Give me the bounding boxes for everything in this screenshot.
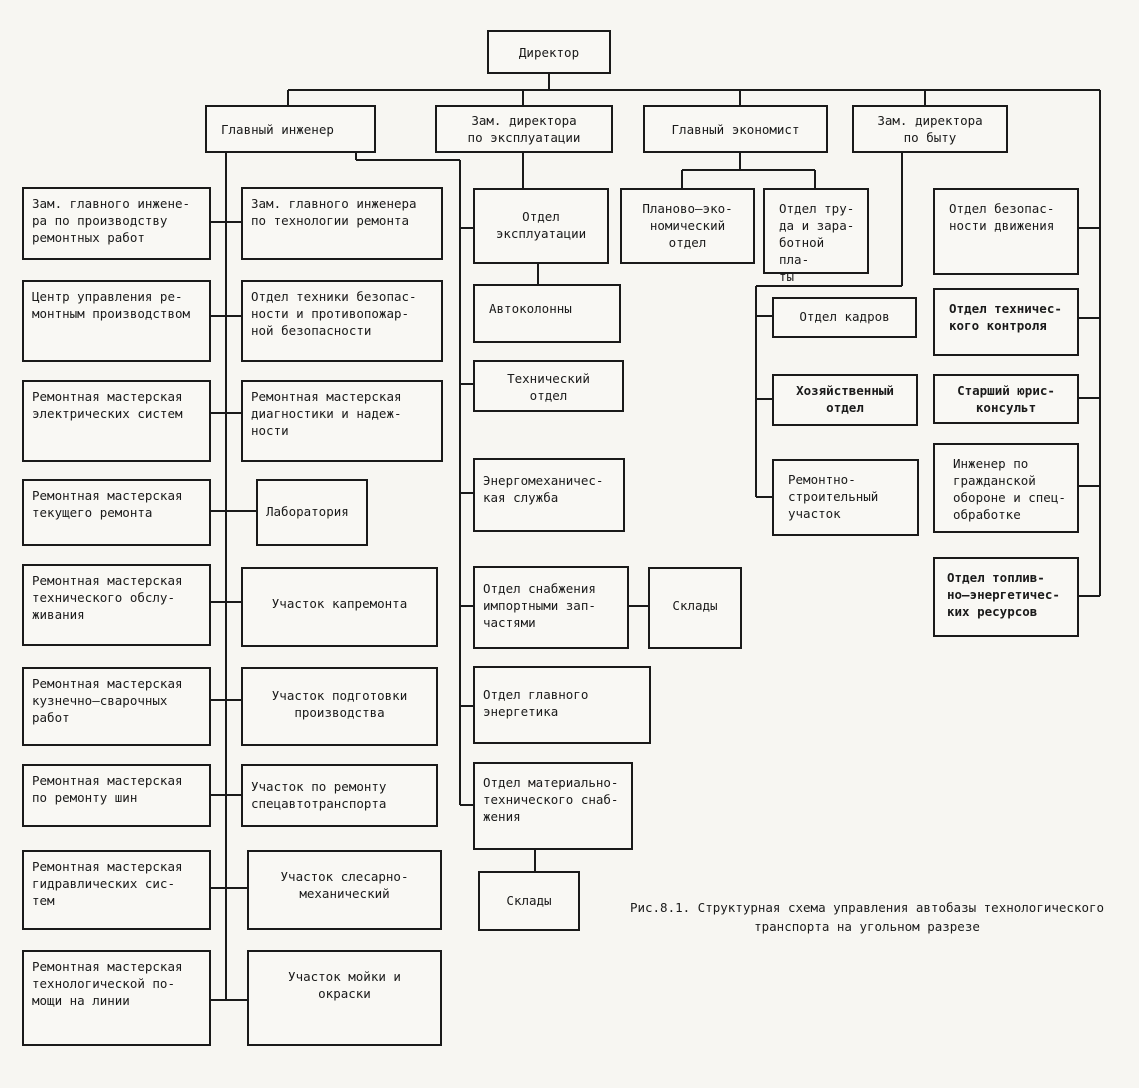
node-engineer-left: Зам. главного инжене- ра по производству… xyxy=(22,187,211,260)
node-director: Директор xyxy=(487,30,611,74)
node-director-direct: Отдел техничес- кого контроля xyxy=(933,288,1079,356)
node-warehouses: Склады xyxy=(648,567,742,649)
node-engineer-right: Участок мойки и окраски xyxy=(247,950,442,1046)
node-engineer-right: Участок слесарно- механический xyxy=(247,850,442,930)
node-household: Ремонтно- строительный участок xyxy=(772,459,919,536)
node-engineer-left: Ремонтная мастерская технического обслу-… xyxy=(22,564,211,646)
node-engineer-left: Ремонтная мастерская по ремонту шин xyxy=(22,764,211,827)
figure-caption: Рис.8.1. Структурная схема управления ав… xyxy=(629,900,1105,934)
node-operations: Отдел эксплуатации xyxy=(473,188,609,264)
node-engineer-left: Ремонтная мастерская кузнечно–сварочных … xyxy=(22,667,211,746)
node-operations: Отдел главного энергетика xyxy=(473,666,651,744)
node-engineer-left: Центр управления ре- монтным производств… xyxy=(22,280,211,362)
node-operations: Технический отдел xyxy=(473,360,624,412)
node-engineer-left: Ремонтная мастерская технологической по-… xyxy=(22,950,211,1046)
node-engineer-left: Ремонтная мастерская текущего ремонта xyxy=(22,479,211,546)
node-director-direct: Инженер по гражданской обороне и спец- о… xyxy=(933,443,1079,533)
node-warehouses: Склады xyxy=(478,871,580,931)
node-operations: Энергомеханичес- кая служба xyxy=(473,458,625,532)
node-engineer-right: Зам. главного инженера по технологии рем… xyxy=(241,187,443,260)
node-engineer-right: Отдел техники безопас- ности и противопо… xyxy=(241,280,443,362)
node-economist: Планово–эко- номический отдел xyxy=(620,188,755,264)
node-engineer-right: Ремонтная мастерская диагностики и надеж… xyxy=(241,380,443,462)
node-chief-engineer: Главный инженер xyxy=(205,105,376,153)
node-director-direct: Отдел топлив- но–энергетичес- ких ресурс… xyxy=(933,557,1079,637)
node-engineer-right: Лаборатория xyxy=(256,479,368,546)
node-engineer-right: Участок капремонта xyxy=(241,567,438,647)
node-household: Хозяйственный отдел xyxy=(772,374,918,426)
node-operations: Отдел материально- технического снаб- же… xyxy=(473,762,633,850)
node-operations: Отдел снабжения импортными зап- частями xyxy=(473,566,629,649)
node-engineer-left: Ремонтная мастерская гидравлических сис-… xyxy=(22,850,211,930)
node-deputy-operations: Зам. директора по эксплуатации xyxy=(435,105,613,153)
node-director-direct: Старший юрис- консульт xyxy=(933,374,1079,424)
node-engineer-left: Ремонтная мастерская электрических систе… xyxy=(22,380,211,462)
node-economist: Отдел тру- да и зара- ботной пла- ты xyxy=(763,188,869,284)
node-operations: Автоколонны xyxy=(473,284,621,343)
node-deputy-household: Зам. директора по быту xyxy=(852,105,1008,153)
node-chief-economist: Главный экономист xyxy=(643,105,828,153)
node-engineer-right: Участок по ремонту спецавтотранспорта xyxy=(241,764,438,827)
node-director-direct: Отдел безопас- ности движения xyxy=(933,188,1079,275)
node-engineer-right: Участок подготовки производства xyxy=(241,667,438,746)
node-household: Отдел кадров xyxy=(772,297,917,338)
